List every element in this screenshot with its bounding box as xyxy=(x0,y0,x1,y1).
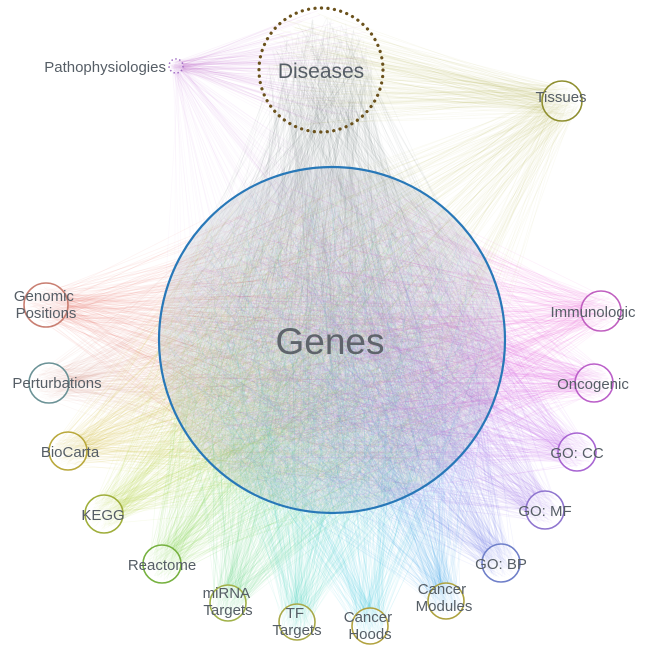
label-line: Pathophysiologies xyxy=(44,59,166,76)
node-tf-targets[interactable] xyxy=(278,603,316,641)
node-cancer-hoods[interactable] xyxy=(351,607,389,645)
node-label-cancer-hoods: Cancer Hoods xyxy=(344,609,397,643)
node-label-immunologic: Immunologic xyxy=(550,304,636,321)
label-line: Targets xyxy=(203,602,252,619)
label-line: GO: CC xyxy=(550,445,604,462)
label-line: Modules xyxy=(416,598,473,615)
node-label-tissues: Tissues xyxy=(535,89,586,106)
node-label-mirna-targets: miRNA Targets xyxy=(203,585,254,619)
node-label-pathophysiologies: Pathophysiologies xyxy=(44,59,166,76)
label-line: TF xyxy=(286,605,304,622)
node-mirna-targets[interactable] xyxy=(209,584,247,622)
node-go-cc[interactable] xyxy=(557,432,597,472)
label-line: Tissues xyxy=(535,89,586,106)
label-line: Genes xyxy=(275,321,384,362)
node-label-diseases: Diseases xyxy=(278,60,364,83)
node-label-go-cc: GO: CC xyxy=(550,445,604,462)
node-label-go-bp: GO: BP xyxy=(475,556,527,573)
label-line: Perturbations xyxy=(12,375,101,392)
node-label-genes: Genes xyxy=(275,321,384,362)
node-label-oncogenic: Oncogenic xyxy=(557,376,629,393)
label-line: GO: MF xyxy=(518,503,571,520)
label-line: Genomic xyxy=(14,288,75,305)
node-perturbations[interactable] xyxy=(28,362,70,404)
node-go-bp[interactable] xyxy=(481,543,521,583)
node-immunologic[interactable] xyxy=(580,290,622,332)
label-line: miRNA xyxy=(203,585,250,602)
label-line: Immunologic xyxy=(550,304,636,321)
node-biocarta[interactable] xyxy=(48,431,88,471)
label-line: Targets xyxy=(272,622,321,639)
node-reactome[interactable] xyxy=(142,544,182,584)
label-line: Diseases xyxy=(278,60,364,83)
label-line: Oncogenic xyxy=(557,376,629,393)
node-go-mf[interactable] xyxy=(525,490,565,530)
node-oncogenic[interactable] xyxy=(574,363,614,403)
node-label-go-mf: GO: MF xyxy=(518,503,571,520)
label-line: Positions xyxy=(16,305,77,322)
node-kegg[interactable] xyxy=(84,494,124,534)
node-tissues[interactable] xyxy=(541,80,583,122)
node-label-reactome: Reactome xyxy=(128,557,196,574)
node-genomic-positions[interactable] xyxy=(23,282,69,328)
label-line: KEGG xyxy=(81,507,124,524)
node-label-cancer-modules: Cancer Modules xyxy=(416,581,473,615)
node-label-tf-targets: TF Targets xyxy=(272,605,321,639)
node-label-perturbations: Perturbations xyxy=(12,375,101,392)
node-pathophysiologies[interactable] xyxy=(168,58,184,74)
node-cancer-modules[interactable] xyxy=(427,582,465,620)
label-line: Cancer xyxy=(418,581,466,598)
node-label-genomic-positions: Genomic Positions xyxy=(14,288,78,322)
label-line: BioCarta xyxy=(41,444,100,461)
label-line: Cancer xyxy=(344,609,392,626)
label-line: Reactome xyxy=(128,557,196,574)
label-line: Hoods xyxy=(348,626,391,643)
node-label-biocarta: BioCarta xyxy=(41,444,100,461)
node-label-kegg: KEGG xyxy=(81,507,124,524)
label-line: GO: BP xyxy=(475,556,527,573)
node-diseases[interactable] xyxy=(257,6,385,134)
node-genes[interactable] xyxy=(157,165,507,515)
edge-bundles xyxy=(27,10,618,641)
